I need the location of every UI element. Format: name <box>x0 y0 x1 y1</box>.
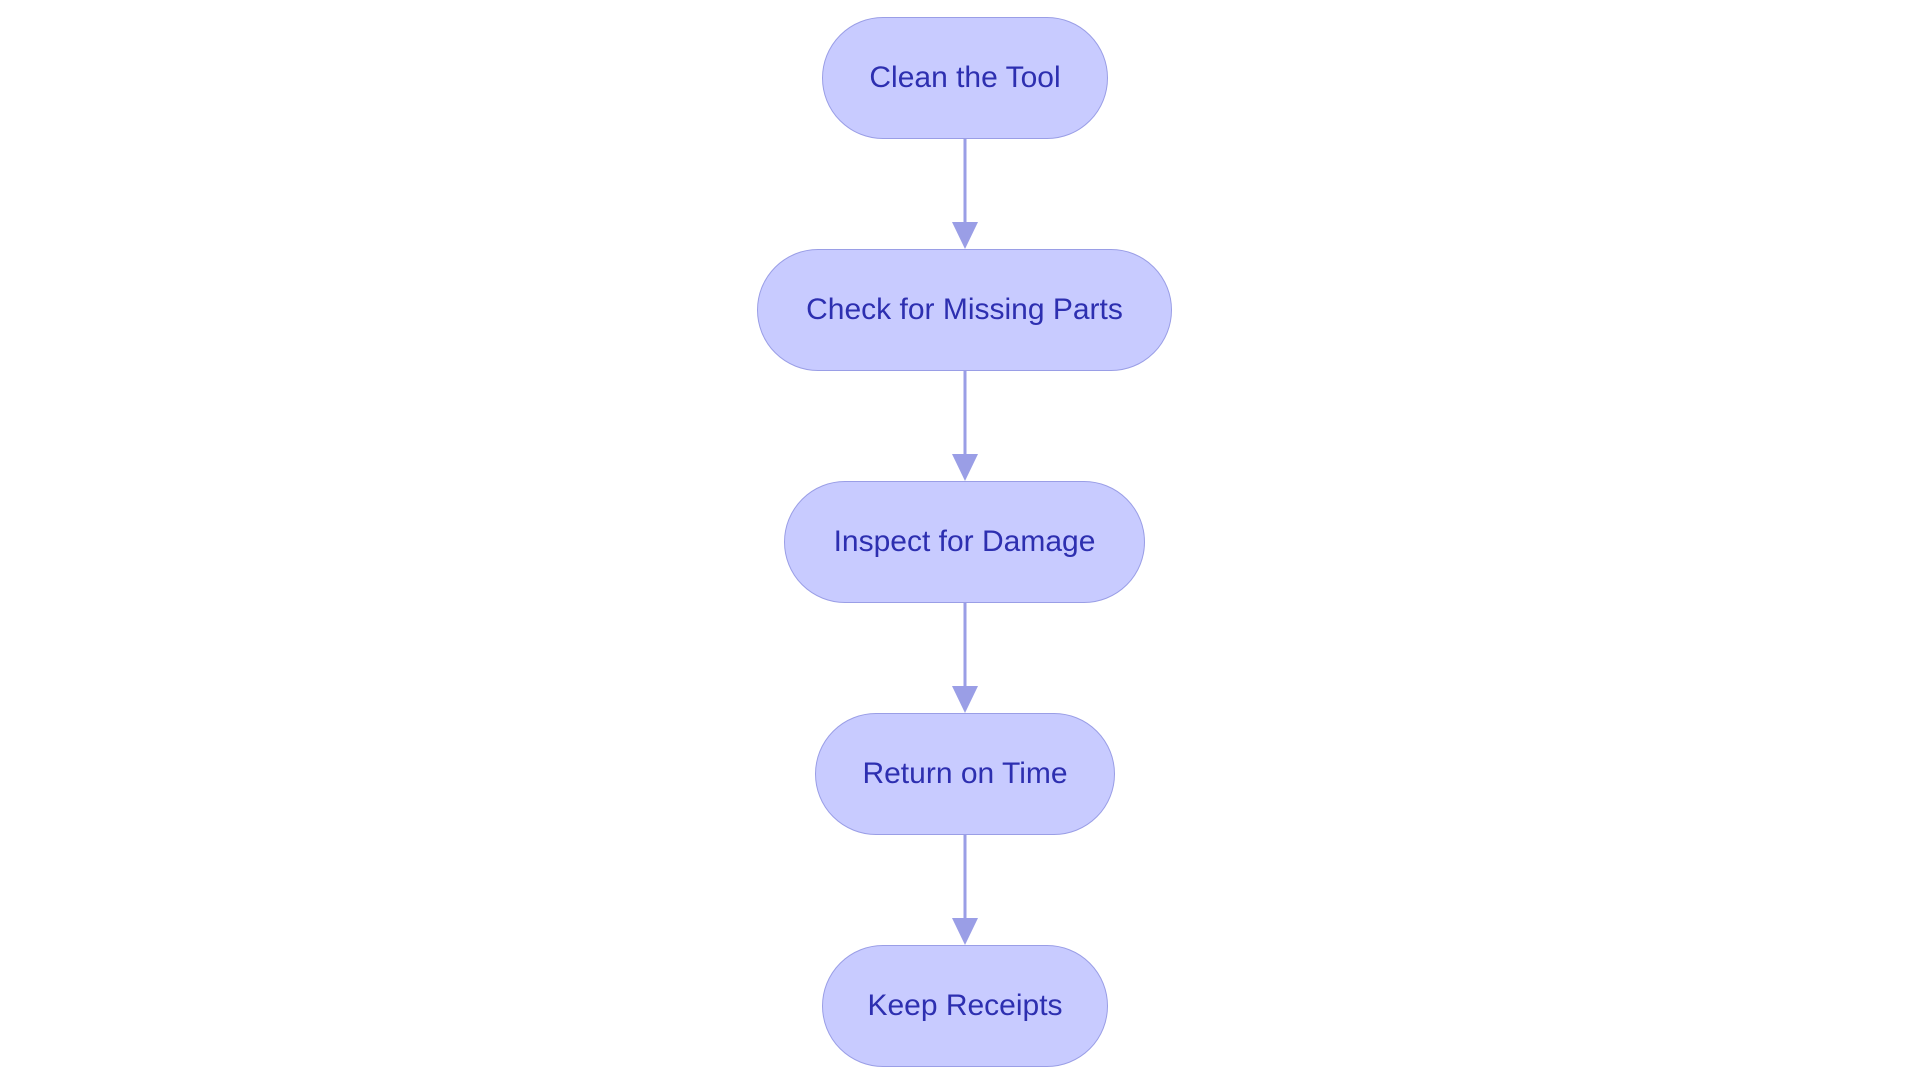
node-return-on-time: Return on Time <box>815 713 1115 835</box>
arrowhead-icon <box>952 686 978 713</box>
node-label: Inspect for Damage <box>833 525 1096 558</box>
node-inspect-for-damage: Inspect for Damage <box>784 481 1145 603</box>
node-label: Clean the Tool <box>869 61 1061 94</box>
node-label: Return on Time <box>862 757 1068 790</box>
node-keep-receipts: Keep Receipts <box>822 945 1108 1067</box>
edge-inspect-to-return <box>952 603 978 713</box>
node-check-for-missing-parts: Check for Missing Parts <box>757 249 1172 371</box>
edge-clean-to-check <box>952 139 978 249</box>
node-clean-the-tool: Clean the Tool <box>822 17 1108 139</box>
arrowhead-icon <box>952 222 978 249</box>
node-label: Keep Receipts <box>867 989 1063 1022</box>
edge-check-to-inspect <box>952 371 978 481</box>
arrowhead-icon <box>952 918 978 945</box>
arrowhead-icon <box>952 454 978 481</box>
node-label: Check for Missing Parts <box>806 293 1123 326</box>
edge-return-to-keep <box>952 835 978 945</box>
